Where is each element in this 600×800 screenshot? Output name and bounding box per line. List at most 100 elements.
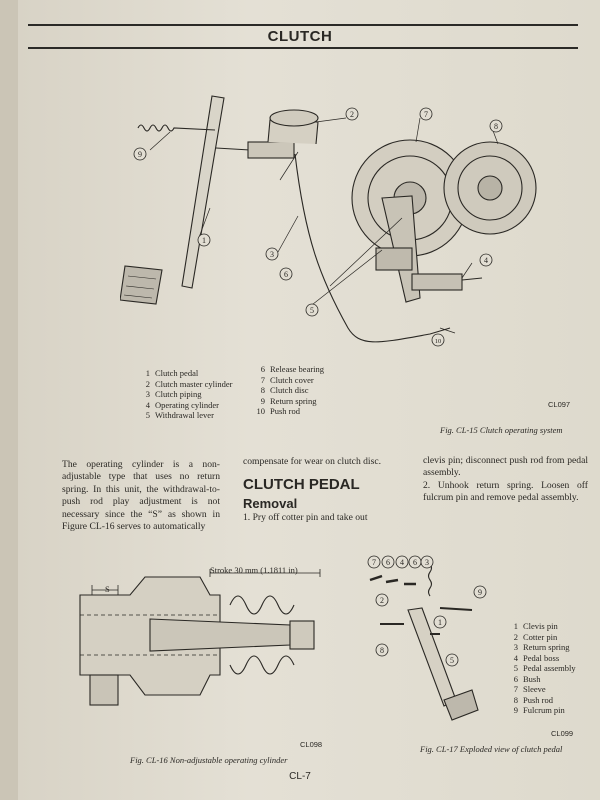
callout-number: 6 (386, 558, 390, 567)
fig16-caption: Fig. CL-16 Non-adjustable operating cyli… (130, 755, 288, 765)
legend-label: Pedal boss (523, 652, 560, 663)
callout-circle (381, 555, 395, 569)
fig17-code: CL099 (551, 729, 574, 738)
fig15-code: CL097 (548, 400, 571, 409)
clutch-pedal-exploded-diagram (369, 563, 479, 721)
legend-item: 9 Fulcrum pin (508, 705, 576, 716)
dust-boot-bottom (229, 655, 295, 675)
callout-circle (367, 555, 381, 569)
section-title: CLUTCH PEDAL (243, 476, 360, 493)
callout-circle (375, 643, 389, 657)
legend-label: Return spring (523, 642, 570, 652)
legend-label: Clevis pin (523, 621, 558, 631)
callout-number: 3 (270, 250, 274, 259)
stroke-label: Stroke 30 mm (1.1811 in) (210, 565, 298, 575)
legend-number: 3 (145, 389, 150, 399)
callout-number: 2 (380, 596, 384, 605)
legend-label: Return spring (270, 395, 317, 406)
legend-label: Bush (523, 673, 541, 684)
body-step-1: 1. Pry off cotter pin and take out (243, 512, 368, 523)
callout-circle (433, 615, 447, 629)
legend-label: Release bearing (270, 364, 325, 374)
clutch-piping-shape (294, 153, 451, 343)
callout-number: 2 (350, 110, 354, 119)
callout-circle (395, 555, 409, 569)
legend-item: 3 Return spring (508, 642, 576, 653)
legend-number: 8 (513, 694, 518, 705)
callout-number: 5 (450, 656, 454, 665)
dust-boot-top (229, 595, 295, 615)
pedal-pad-shape (120, 265, 163, 305)
callout-number: 6 (284, 270, 288, 279)
legend-label: Clutch cover (270, 374, 314, 385)
legend-label: Withdrawal lever (155, 410, 214, 420)
callout-circle (345, 107, 359, 121)
legend-label: Pedal assembly (523, 663, 576, 673)
page-number: CL-7 (289, 771, 311, 782)
operating-cylinder-diagram (79, 569, 321, 706)
legend-item: 4 Operating cylinder (140, 400, 232, 411)
body-column-2: compensate for wear on clutch disc. (243, 456, 401, 468)
legend-item: 6 Bush (508, 674, 576, 685)
pedal-pad-shape (443, 689, 479, 721)
legend-label: Push rod (270, 406, 300, 416)
fig15-caption: Fig. CL-15 Clutch operating system (440, 425, 563, 435)
callout-number: 1 (202, 236, 206, 245)
callout-number: 10 (435, 338, 442, 345)
callout-circle (431, 333, 445, 347)
callout-circle (420, 555, 434, 569)
page-title: CLUTCH (267, 28, 333, 45)
legend-label: Cotter pin (523, 631, 558, 642)
callout-circle (133, 147, 147, 161)
legend-number: 6 (513, 673, 518, 684)
callout-circle (375, 593, 389, 607)
callout-number: 1 (438, 618, 442, 627)
legend-number: 7 (260, 374, 265, 385)
legend-number: 1 (145, 368, 150, 378)
s-label: S (105, 584, 110, 594)
legend-label: Fulcrum pin (523, 705, 565, 715)
fig17-caption: Fig. CL-17 Exploded view of clutch pedal (420, 744, 563, 754)
callout-number: 4 (400, 558, 404, 567)
pedal-arm-shape (181, 95, 225, 289)
legend-label: Operating cylinder (155, 399, 219, 410)
legend-number: 4 (145, 399, 150, 410)
legend-number: 9 (513, 705, 518, 715)
header-rule-bottom (28, 47, 578, 49)
subsection-title: Removal (243, 496, 298, 511)
callout-circle (473, 585, 487, 599)
legend-number: 3 (513, 642, 518, 652)
callout-number: 6 (413, 558, 417, 567)
callout-number: 7 (424, 110, 428, 119)
callout-number: 7 (372, 558, 376, 567)
callout-number: 3 (425, 558, 429, 567)
legend-number: 4 (513, 652, 518, 663)
callout-number: 9 (138, 150, 142, 159)
callout-circle (197, 233, 211, 247)
return-spring-shape (427, 563, 433, 597)
legend-number: 8 (260, 385, 265, 395)
legend-number: 6 (260, 364, 265, 374)
legend-label: Push rod (523, 694, 553, 705)
callout-number: 8 (380, 646, 384, 655)
legend-item: 6 Release bearing (255, 364, 324, 375)
body-paragraph: The operating cylinder is a non-adjustab… (62, 459, 220, 533)
body-paragraph: compensate for wear on clutch disc. (243, 456, 381, 467)
legend-item: 8 Push rod (508, 695, 576, 706)
return-spring-shape (137, 124, 216, 132)
legend-label: Clutch master cylinder (155, 378, 233, 389)
callout-circle (479, 253, 493, 267)
